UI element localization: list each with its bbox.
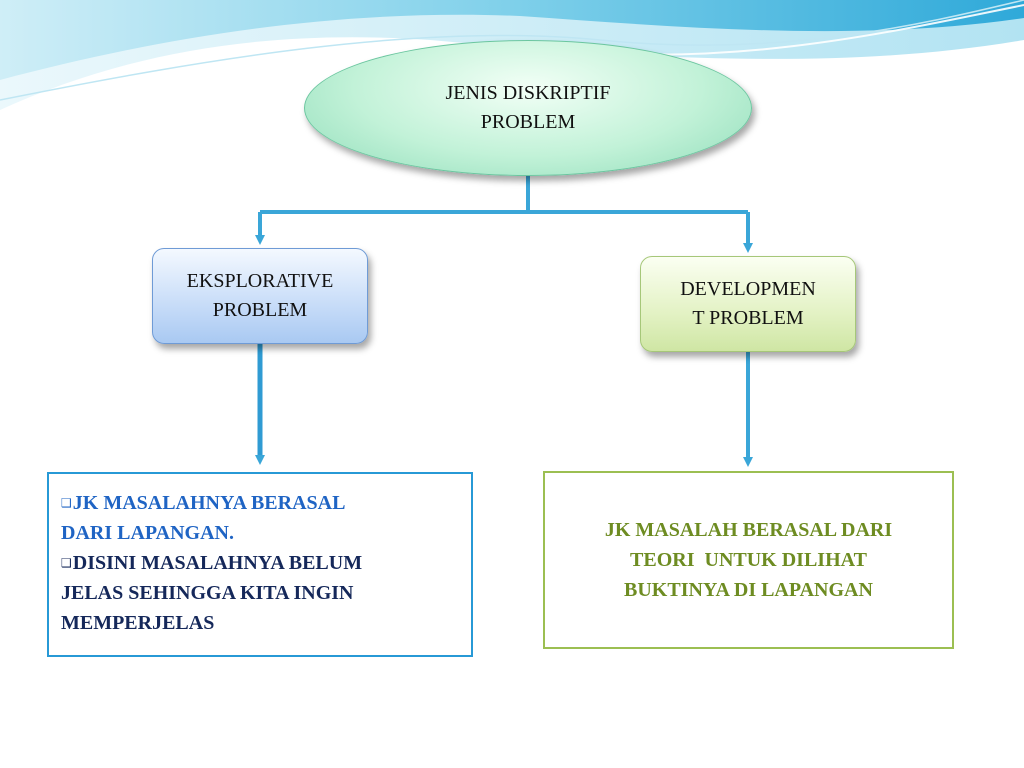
development-detail-line: BUKTINYA DI LAPANGAN (624, 579, 873, 601)
development-detail-box: JK MASALAH BERASAL DARI TEORI UNTUK DILI… (543, 471, 954, 649)
checkbox-bullet-icon: ❑ (61, 496, 72, 510)
node-eksplorative-problem: EKSPLORATIVE PROBLEM (152, 248, 368, 344)
detail-item-2-line: DISINI MASALAHNYA BELUM (72, 552, 363, 574)
node-development-problem: DEVELOPMEN T PROBLEM (640, 256, 856, 352)
root-node-label-line: PROBLEM (480, 111, 576, 133)
eksplorative-label: EKSPLORATIVE PROBLEM (187, 267, 334, 325)
detail-item-2: ❑DISINI MASALAHNYA BELUM JELAS SEHINGGA … (61, 548, 459, 638)
eksplorative-label-line: PROBLEM (212, 299, 308, 321)
eksplorative-label-line: EKSPLORATIVE (186, 270, 334, 292)
development-label-line: DEVELOPMEN (680, 278, 816, 300)
development-detail-line: TEORI UNTUK DILIHAT (630, 549, 867, 571)
root-node-label: JENIS DISKRIPTIF PROBLEM (445, 79, 610, 137)
root-node-label-line: JENIS DISKRIPTIF (445, 82, 611, 104)
root-node-jenis-diskriptif-problem: JENIS DISKRIPTIF PROBLEM (304, 40, 752, 176)
development-label: DEVELOPMEN T PROBLEM (680, 275, 816, 333)
development-label-line: T PROBLEM (692, 307, 804, 329)
detail-item-1-line: JK MASALAHNYA BERASAL (72, 492, 346, 514)
eksplorative-detail-box: ❑JK MASALAHNYA BERASAL DARI LAPANGAN. ❑D… (47, 472, 473, 657)
detail-item-1: ❑JK MASALAHNYA BERASAL DARI LAPANGAN. (61, 488, 459, 548)
detail-item-2-line: JELAS SEHINGGA KITA INGIN (61, 582, 354, 604)
detail-item-1-line: DARI LAPANGAN. (61, 522, 234, 544)
development-detail-text: JK MASALAH BERASAL DARI TEORI UNTUK DILI… (605, 515, 892, 605)
development-detail-line: JK MASALAH BERASAL DARI (604, 519, 893, 541)
detail-item-2-line: MEMPERJELAS (61, 612, 215, 634)
checkbox-bullet-icon: ❑ (61, 556, 72, 570)
